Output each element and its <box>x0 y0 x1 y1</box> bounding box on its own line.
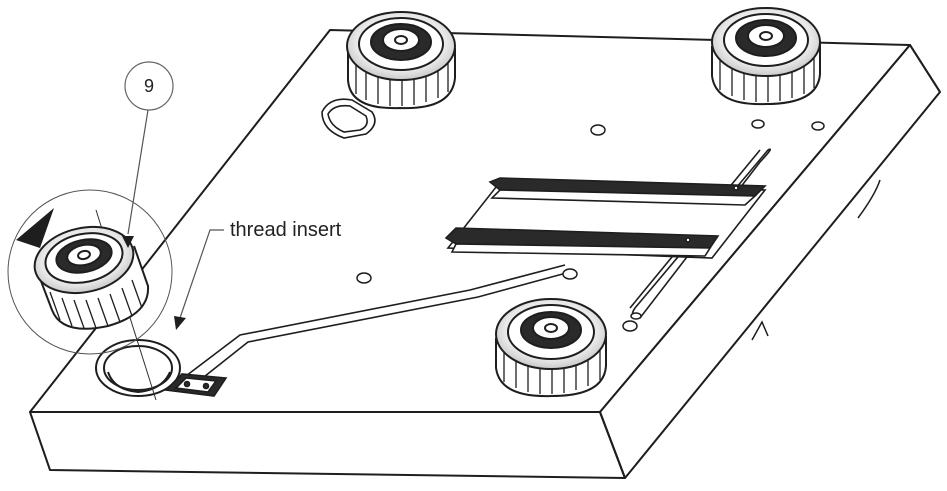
callout-number: 9 <box>144 76 154 96</box>
knob-top-right <box>711 7 821 106</box>
plate-pocket <box>321 98 376 139</box>
rotation-arrow <box>16 208 54 248</box>
knob-left-removed <box>33 226 150 330</box>
rail-assembly <box>444 177 767 259</box>
knob-bottom-right <box>495 298 607 398</box>
callout-9: 9 <box>122 61 174 248</box>
thread-insert-ring <box>95 339 181 397</box>
plate-side-details <box>751 179 881 341</box>
knob-top-left <box>346 11 456 110</box>
thread-insert-plate <box>164 373 228 397</box>
mounting-holes <box>356 119 825 332</box>
thread-insert-label: thread insert <box>230 219 342 241</box>
cable-channel <box>177 264 571 389</box>
plate-front-face <box>29 411 626 479</box>
thread-insert-callout: thread insert <box>174 219 342 330</box>
detail-circle <box>7 189 173 355</box>
